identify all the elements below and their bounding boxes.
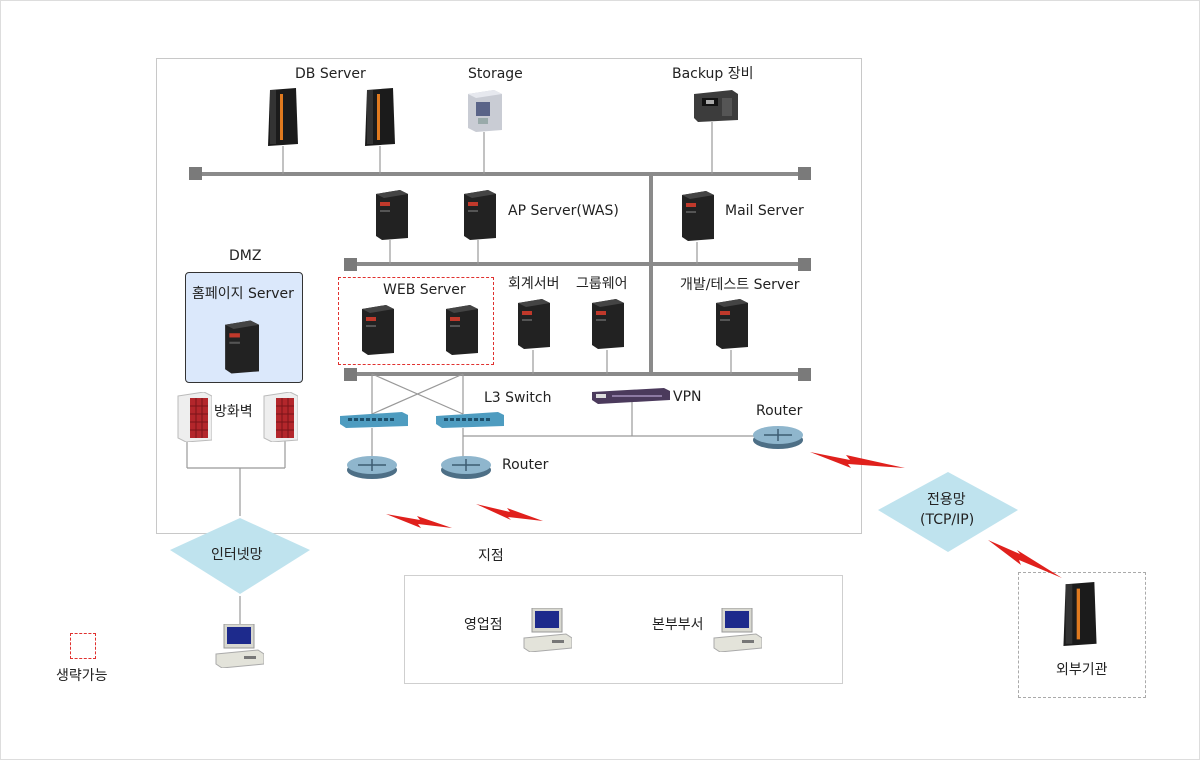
backup-label: Backup 장비: [672, 66, 754, 82]
external-org-label: 외부기관: [1056, 662, 1108, 678]
router-icon: [753, 426, 803, 449]
storage-label: Storage: [468, 66, 523, 82]
router-bottom-label: Router: [502, 457, 549, 473]
headquarters-label: 본부부서: [652, 617, 704, 633]
dmz-label: DMZ: [229, 248, 262, 264]
web-server-optional-box: [338, 277, 494, 365]
storage-array-icon: [468, 90, 502, 132]
vpn-appliance-icon: [592, 388, 670, 404]
leased-line-protocol-label: (TCP/IP): [920, 512, 975, 528]
firewall-icon: [177, 392, 212, 442]
firewall-icon: [263, 392, 298, 442]
router-icon: [347, 456, 397, 479]
vpn-label: VPN: [673, 389, 702, 405]
tower-server-icon: [376, 190, 408, 240]
tape-backup-icon: [694, 90, 738, 122]
l3-switch-label: L3 Switch: [484, 390, 552, 406]
branch-zone: [404, 575, 843, 684]
desktop-pc-icon: [713, 608, 762, 652]
groupware-label: 그룹웨어: [576, 276, 628, 292]
router-right-label: Router: [756, 403, 803, 419]
dev-test-server-label: 개발/테스트 Server: [680, 277, 800, 293]
tower-server-icon: [682, 191, 714, 241]
mainframe-server-icon: [1063, 582, 1097, 646]
ap-server-label: AP Server(WAS): [508, 203, 619, 219]
sales-office-label: 영업점: [464, 617, 503, 633]
tower-server-icon: [446, 305, 478, 355]
db-server-label: DB Server: [295, 66, 366, 82]
tower-server-icon: [362, 305, 394, 355]
accounting-server-label: 회계서버: [508, 276, 560, 292]
homepage-server-label: 홈페이지 Server: [192, 286, 294, 302]
tower-server-icon: [518, 299, 550, 349]
mainframe-server-icon: [365, 88, 395, 146]
desktop-pc-icon: [523, 608, 572, 652]
mainframe-server-icon: [268, 88, 298, 146]
external-org-zone: [1018, 572, 1146, 698]
mail-server-label: Mail Server: [725, 203, 804, 219]
branch-label: 지점: [478, 548, 504, 564]
tower-server-icon: [225, 320, 259, 374]
web-server-label: WEB Server: [383, 282, 466, 298]
internet-label: 인터넷망: [211, 547, 263, 563]
tower-server-icon: [716, 299, 748, 349]
datacenter-zone: [156, 58, 862, 534]
leased-line-label: 전용망: [927, 492, 966, 508]
internet-cloud: [170, 518, 310, 594]
desktop-pc-icon: [215, 624, 264, 668]
tower-server-icon: [464, 190, 496, 240]
legend-optional-label: 생략가능: [56, 668, 108, 684]
router-icon: [441, 456, 491, 479]
tower-server-icon: [592, 299, 624, 349]
network-switch-icon: [436, 412, 504, 428]
leased-line-cloud: [878, 472, 1018, 552]
legend-optional-swatch: [70, 633, 96, 659]
firewall-label: 방화벽: [214, 404, 253, 420]
network-switch-icon: [340, 412, 408, 428]
